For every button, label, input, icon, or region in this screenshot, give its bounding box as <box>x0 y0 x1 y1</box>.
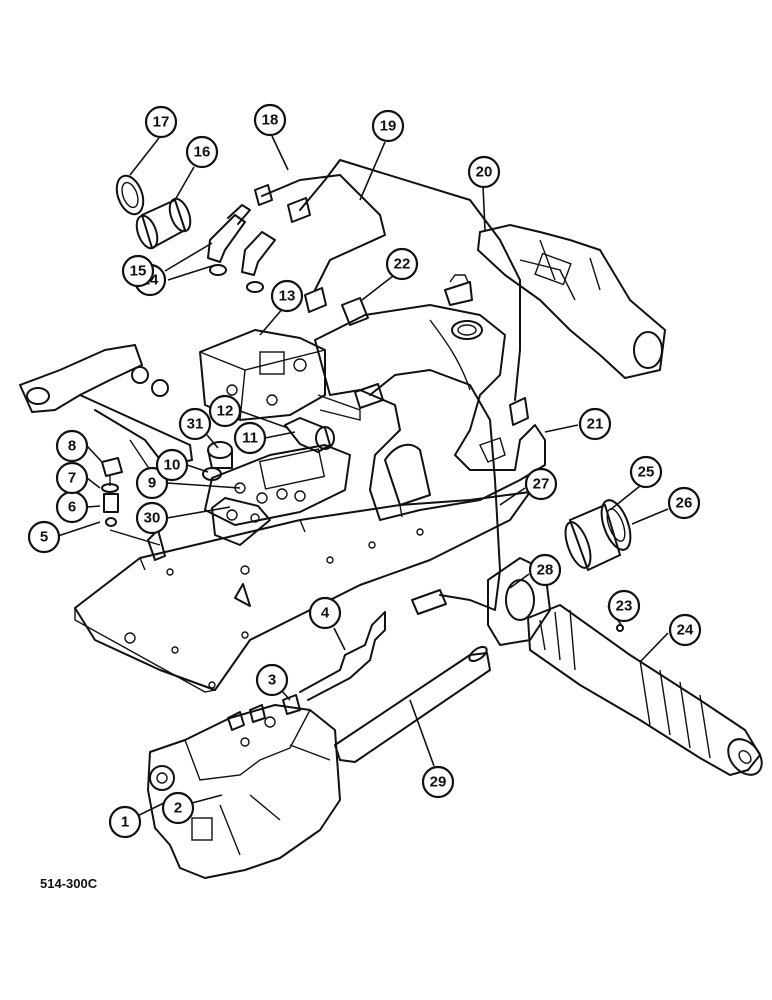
callout-23-label: 23 <box>616 598 633 615</box>
callout-4: 4 <box>308 596 342 630</box>
callout-11-label: 11 <box>242 430 258 447</box>
callout-31-label: 31 <box>187 416 204 433</box>
callout-28-label: 28 <box>537 562 554 579</box>
callout-25-label: 25 <box>638 464 655 481</box>
pipe-18 <box>261 174 386 291</box>
callout-9: 9 <box>135 466 169 500</box>
callout-16: 16 <box>185 135 219 169</box>
callout-12: 12 <box>208 394 242 428</box>
callout-18: 18 <box>253 103 287 137</box>
callout-8: 8 <box>55 429 89 463</box>
bushing-25 <box>569 504 621 571</box>
callout-19: 19 <box>371 109 405 143</box>
callout-15-label: 15 <box>130 263 147 280</box>
callout-17-label: 17 <box>153 114 170 131</box>
gasket-plate <box>204 444 351 526</box>
elbow-fitting <box>207 214 246 263</box>
pto-shaft <box>527 604 761 776</box>
callout-22-label: 22 <box>394 256 411 273</box>
callout-20: 20 <box>467 155 501 189</box>
callout-7-label: 7 <box>68 470 76 487</box>
callout-1-label: 1 <box>121 814 129 831</box>
callout-3: 3 <box>255 663 289 697</box>
callout-7: 7 <box>55 461 89 495</box>
callout-19-label: 19 <box>380 118 397 135</box>
pipe-19 <box>299 159 521 401</box>
figure-code: 514-300C <box>40 876 98 891</box>
callout-25: 25 <box>629 455 663 489</box>
callout-13-label: 13 <box>279 288 296 305</box>
callout-6: 6 <box>55 490 89 524</box>
parts-drawing <box>19 159 763 879</box>
callout-8-label: 8 <box>68 438 76 455</box>
callout-27-label: 27 <box>533 476 550 493</box>
callout-26-label: 26 <box>676 495 693 512</box>
callout-31: 31 <box>178 407 212 441</box>
callout-4-label: 4 <box>321 605 330 622</box>
callout-28: 28 <box>528 553 562 587</box>
callout-9-label: 9 <box>148 475 156 492</box>
callout-2-label: 2 <box>174 800 182 817</box>
callout-30-label: 30 <box>144 510 161 527</box>
callout-22: 22 <box>385 247 419 281</box>
callout-15: 15 <box>121 254 155 288</box>
callout-18-label: 18 <box>262 112 279 129</box>
leader-lines <box>57 135 669 823</box>
callout-27: 27 <box>524 467 558 501</box>
callout-20-label: 20 <box>476 164 493 181</box>
seal-26 <box>600 499 632 551</box>
callout-3-label: 3 <box>268 672 276 689</box>
lift-arm-assembly <box>477 224 666 379</box>
callout-23: 23 <box>607 589 641 623</box>
callout-12-label: 12 <box>217 403 234 420</box>
callout-26: 26 <box>667 486 701 520</box>
callout-5-label: 5 <box>40 529 48 546</box>
ring-17 <box>115 174 145 216</box>
callout-30: 30 <box>135 501 169 535</box>
plug-8 <box>101 457 123 477</box>
callout-29: 29 <box>421 765 455 799</box>
callout-24: 24 <box>668 613 702 647</box>
cover-plate-edge <box>74 608 216 693</box>
callout-24-label: 24 <box>677 622 694 639</box>
callout-21: 21 <box>578 407 612 441</box>
callout-5: 5 <box>27 520 61 554</box>
lift-housing <box>314 304 546 521</box>
tube-4 <box>299 611 386 701</box>
callout-16-label: 16 <box>194 144 211 161</box>
callout-13: 13 <box>270 279 304 313</box>
pump-housing <box>147 704 341 879</box>
callout-10-label: 10 <box>164 457 181 474</box>
callout-29-label: 29 <box>430 774 447 791</box>
callout-2: 2 <box>161 791 195 825</box>
bushing-16 <box>141 199 186 249</box>
lift-arm <box>19 344 143 413</box>
callout-21-label: 21 <box>587 416 604 433</box>
callout-17: 17 <box>144 105 178 139</box>
pipe-27 <box>369 369 501 611</box>
bearing-housing-28 <box>487 557 551 646</box>
callout-6-label: 6 <box>68 499 76 516</box>
callout-labels: 1 2 3 4 5 6 7 8 9 10 11 12 13 14 15 16 1… <box>27 103 702 839</box>
callout-1: 1 <box>108 805 142 839</box>
callout-10: 10 <box>155 448 189 482</box>
callout-11: 11 <box>233 421 267 455</box>
